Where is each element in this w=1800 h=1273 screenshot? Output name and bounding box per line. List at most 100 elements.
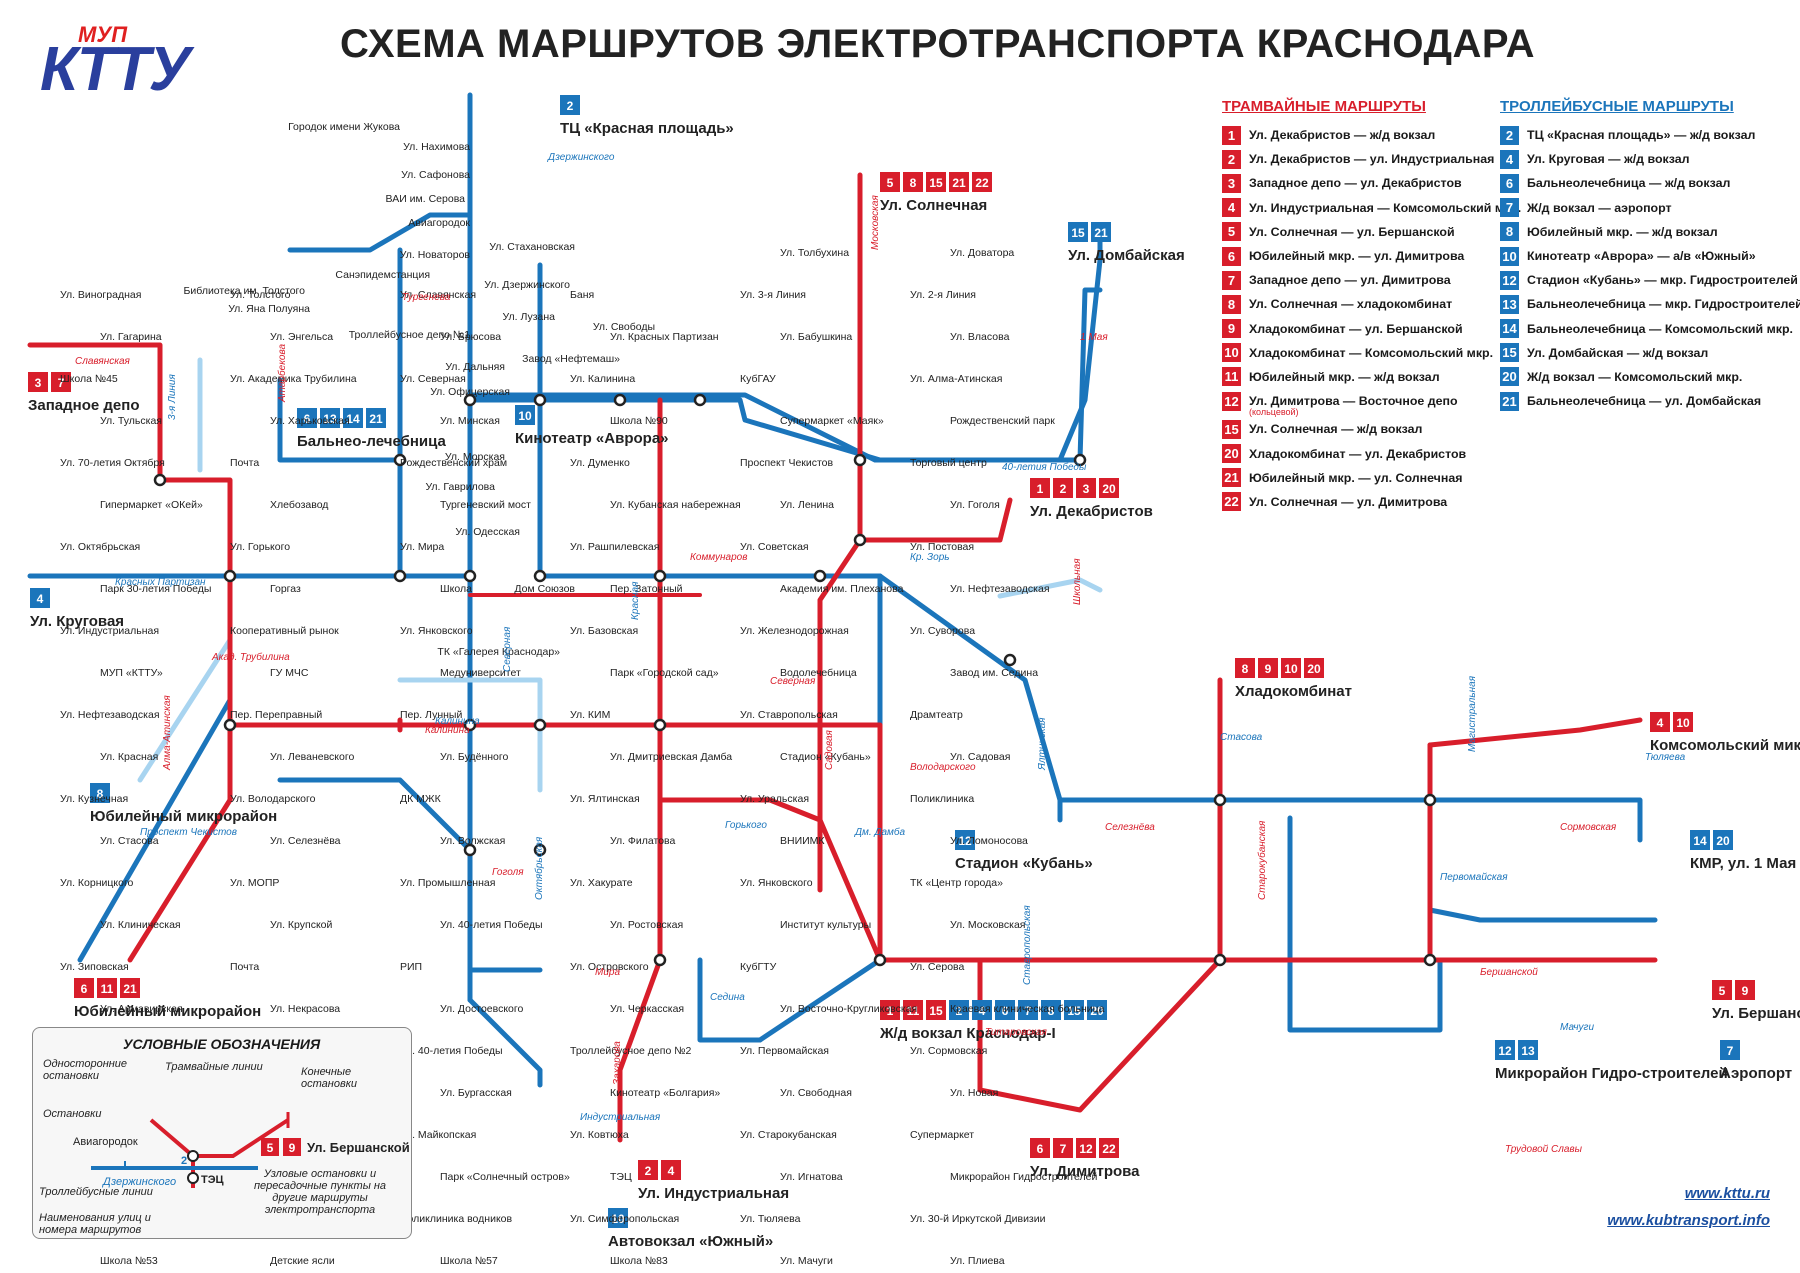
symbols-legend: УСЛОВНЫЕ ОБОЗНАЧЕНИЯ Односторонние остан… [32, 1027, 412, 1239]
stop-label: Детские ясли [270, 1255, 335, 1267]
trolley-terminal-badge [1690, 830, 1710, 850]
tram-route-badge: 2 [1222, 149, 1241, 169]
trolley-terminal-badge [1087, 1000, 1107, 1020]
stop-label: Водолечебница [780, 667, 857, 679]
trolley-terminal-badge [366, 408, 386, 428]
transfer-node [1423, 953, 1437, 967]
terminal-route-number: 15 [1067, 1004, 1081, 1018]
trolley-terminal-badge [1720, 1040, 1740, 1060]
transfer-node [1213, 793, 1227, 807]
stop-label: Поликлиника [910, 793, 974, 805]
stop-label: Рождественский парк [950, 415, 1055, 427]
trol-route-label: Стадион «Кубань» — мкр. Гидростроителей [1527, 273, 1798, 288]
tram-line-kommunarov [617, 397, 663, 1143]
tram-route-label: Юбилейный мкр. — ул. Солнечная [1249, 470, 1463, 485]
street-name: Октябрьская [533, 836, 545, 900]
link-kubtransport[interactable]: www.kubtransport.info [1607, 1212, 1770, 1229]
transfer-node [653, 718, 667, 732]
stop-label: Ул. Сафонова [401, 169, 470, 181]
stop-label: Супермаркет «Маяк» [780, 415, 884, 427]
terminal-route-number: 4 [1657, 716, 1664, 730]
terminal-route-number: 3 [1083, 482, 1090, 496]
page-title: СХЕМА МАРШРУТОВ ЭЛЕКТРОТРАНСПОРТА КРАСНО… [340, 22, 1535, 66]
terminal-route-number: 13 [1521, 1044, 1535, 1058]
trolley-line-light-2 [397, 677, 543, 793]
link-kttu[interactable]: www.kttu.ru [1684, 1185, 1770, 1202]
stop-label: Ул. Рашпилевская [570, 541, 659, 553]
terminal-route-number: 14 [346, 412, 360, 426]
legend-tram-lines: Трамвайные линии [165, 1061, 263, 1073]
street-name: Проспект Чекистов [140, 827, 237, 838]
stop-label: Академия им. Плеханова [780, 583, 904, 595]
trol-route-label: Ул. Домбайская — ж/д вокзал [1527, 345, 1709, 360]
stop-label: Школа №90 [610, 415, 668, 427]
tram-route-badge: 7 [1222, 270, 1241, 290]
stop-label: Ул. Промышленная [400, 877, 495, 889]
street-name: Дзержинского [547, 152, 615, 163]
trol-route-badge: 15 [1500, 343, 1519, 363]
terminal-route-number: 8 [1242, 662, 1249, 676]
stop-label: ВНИИМК [780, 835, 825, 847]
terminal-route-number: 21 [1094, 226, 1108, 240]
stop-label: Рождественский храм [400, 457, 507, 469]
stop-label: Ул. Клиническая [100, 919, 181, 931]
stop-label: Пер. Переправный [230, 709, 322, 721]
terminal-route-number: 9 [1742, 984, 1749, 998]
transfer-node [223, 569, 237, 583]
stop-label: Ул. 3-я Линия [740, 289, 806, 301]
trol-route-badge: 13 [1500, 294, 1519, 314]
stop-label: Санэпидемстанция [335, 269, 430, 281]
stop-label: ВАИ им. Серова [386, 193, 466, 205]
stop-label: Проспект Чекистов [740, 457, 834, 469]
legend-example-route: 2 [181, 1155, 187, 1167]
street-name: Бершанской [1480, 967, 1538, 978]
street-name: Калинина [435, 716, 480, 727]
trolley-line-gogolya [277, 777, 473, 853]
terminal-name: Аэропорт [1720, 1065, 1792, 1082]
terminal-route-number: 15 [1071, 226, 1085, 240]
street-name: Коммунаров [690, 552, 747, 563]
transfer-node [853, 533, 867, 547]
street-name: 40-летия Победы [1002, 461, 1087, 473]
street-name: Индустриальная [580, 1112, 661, 1123]
terminal-route-number: 1 [1037, 482, 1044, 496]
stop-label: Библиотека им. Толстого [184, 285, 306, 297]
stop-label: Ул. Тульская [100, 415, 162, 427]
trol-route-label: Бальнеолечебница — ж/д вокзал [1527, 176, 1731, 191]
terminal-name: Хладокомбинат [1235, 683, 1352, 700]
street-name: Ялтинская [1037, 717, 1048, 771]
terminal-route-number: 11 [101, 982, 114, 996]
trolley-terminal-badge [90, 783, 110, 803]
stop-label: Ул. Советская [740, 541, 809, 553]
transfer-node [693, 393, 707, 407]
stop-label: Троллейбусное депо №1 [349, 329, 470, 341]
terminal-route-number: 9 [1265, 662, 1272, 676]
tram-route-label: Юбилейный мкр. — ж/д вокзал [1249, 369, 1440, 384]
stop-label: Ул. Толстого [230, 289, 291, 301]
tram-route-badge: 21 [1222, 468, 1241, 488]
street-name: Московская [870, 195, 881, 250]
tram-terminal-badge [28, 372, 48, 392]
stop-label: Ул. Будённого [440, 751, 508, 763]
trolley-terminal-badge [1064, 1000, 1084, 1020]
terminal-route-number: 20 [1102, 482, 1116, 496]
terminal-route-number: 13 [323, 412, 337, 426]
trol-route-badge: 6 [1500, 173, 1519, 193]
stop-label: Институт культуры [780, 919, 871, 931]
stop-label: Ул. Новая [950, 1087, 998, 1099]
tram-terminal-badge [1235, 658, 1255, 678]
legend-terminal: Конечные остановки [301, 1066, 357, 1090]
street-name: Тюляева [1645, 752, 1686, 763]
stop-label: Ул. Плиева [950, 1255, 1005, 1267]
stop-label: Ул. Стасова [100, 835, 159, 847]
